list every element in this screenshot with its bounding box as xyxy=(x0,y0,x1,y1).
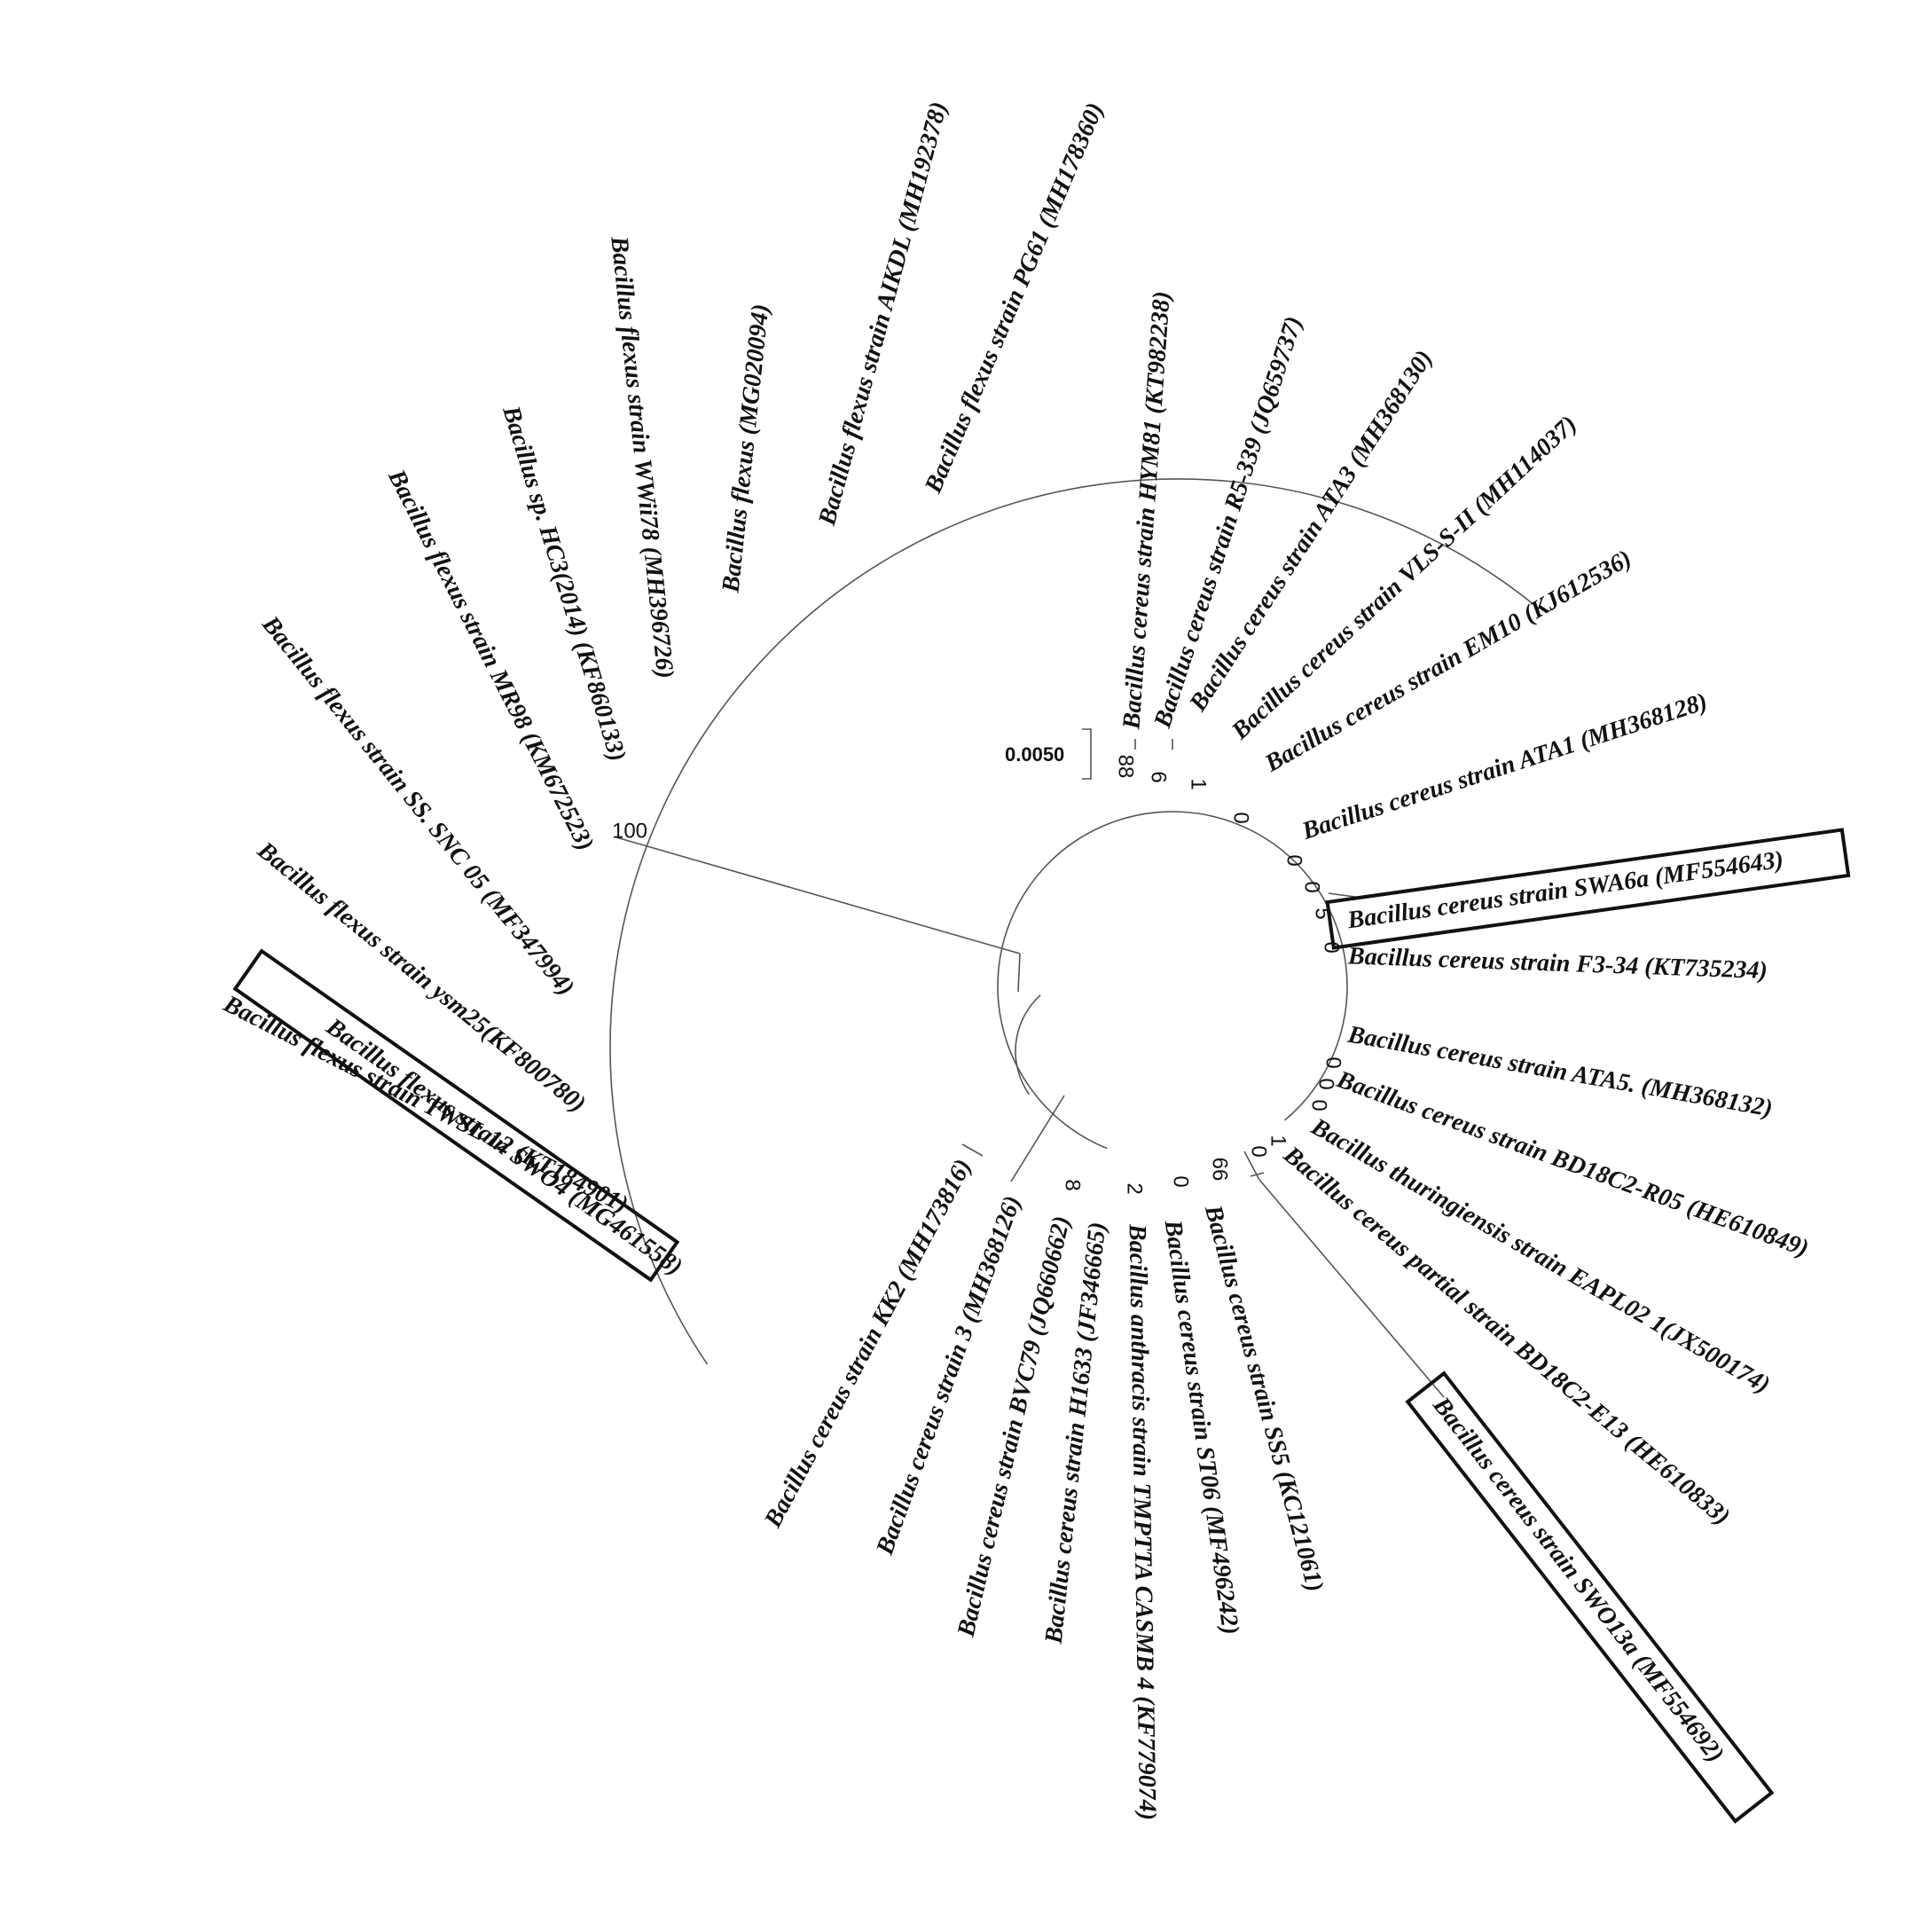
scale-bar-line xyxy=(1082,728,1092,780)
support-value: 100 xyxy=(612,819,647,843)
support-value: 1 xyxy=(1187,778,1211,789)
leaf-label: Bacillus flexus strain SS. SNC 05 (MF347… xyxy=(256,610,580,1001)
support-value: 0 xyxy=(1321,1056,1345,1068)
leaf-label: Bacillus cereus strain SWO13a (MF554692) xyxy=(1427,1391,1729,1767)
support-value: 5 xyxy=(1311,907,1335,919)
cereus-lower-left-arc xyxy=(997,986,1108,1150)
swo13a-branch xyxy=(1258,1179,1445,1398)
support-value: 2 xyxy=(1123,1182,1147,1194)
scale-bar-label: 0.0050 xyxy=(1005,743,1064,766)
leaf-label: Bacillus cereus strain F3-34 (KT735234) xyxy=(1347,942,1768,985)
support-value: 66 xyxy=(1208,1158,1232,1182)
support-value: 0 xyxy=(1307,1099,1331,1111)
support-value: 0 xyxy=(1320,941,1344,953)
cereus-clade-stem xyxy=(1010,1095,1065,1182)
flexus-upper-arc xyxy=(769,478,1536,653)
support-value: 0 xyxy=(1314,1078,1338,1089)
highlight-boxes xyxy=(232,828,1851,1824)
support-value: 0 xyxy=(1229,812,1253,823)
support-value: 88 xyxy=(1114,755,1138,779)
support-value: 0 xyxy=(1169,1175,1193,1187)
support-value: 0 xyxy=(1282,854,1306,866)
leaf-labels: Bacillus flexus strain PG61 (MH178360) Ba… xyxy=(218,98,1812,1820)
support-value: 8 xyxy=(1061,1179,1085,1190)
leaf-label: Bacillus cereus strain KK2 (MH173816) xyxy=(759,1155,977,1533)
highlight-box xyxy=(1325,828,1851,950)
ss5-branch xyxy=(1250,1172,1265,1177)
scale-bar: 0.0050 xyxy=(1005,728,1092,780)
support-value: 1 xyxy=(1266,1135,1290,1146)
flexus-lower-arc xyxy=(609,651,771,1365)
support-value: 6 xyxy=(1147,771,1171,782)
support-value: 0 xyxy=(1300,881,1324,892)
tree-branches xyxy=(609,478,1536,1398)
highlight-box xyxy=(232,948,680,1283)
kk2-branch xyxy=(961,1143,984,1157)
cereus-right-arc xyxy=(997,811,1348,1121)
root-arc xyxy=(1015,994,1041,1096)
leaf-label: Bacillus flexus strain WWii78 (MH396726) xyxy=(605,234,678,679)
flexus-clade-stem xyxy=(616,836,1021,954)
leaf-label: Bacillus flexus strain PG61 (MH178360) xyxy=(919,98,1109,498)
root-segment xyxy=(1017,953,1021,993)
leaf-label: Bacillus anthracis strain TMPTTA CASMB 4… xyxy=(1124,1223,1162,1821)
highlight-box xyxy=(1405,1370,1775,1824)
leaf-label: Bacillus flexus (MG020094) xyxy=(717,302,774,594)
support-value: 0 xyxy=(1247,1145,1271,1157)
